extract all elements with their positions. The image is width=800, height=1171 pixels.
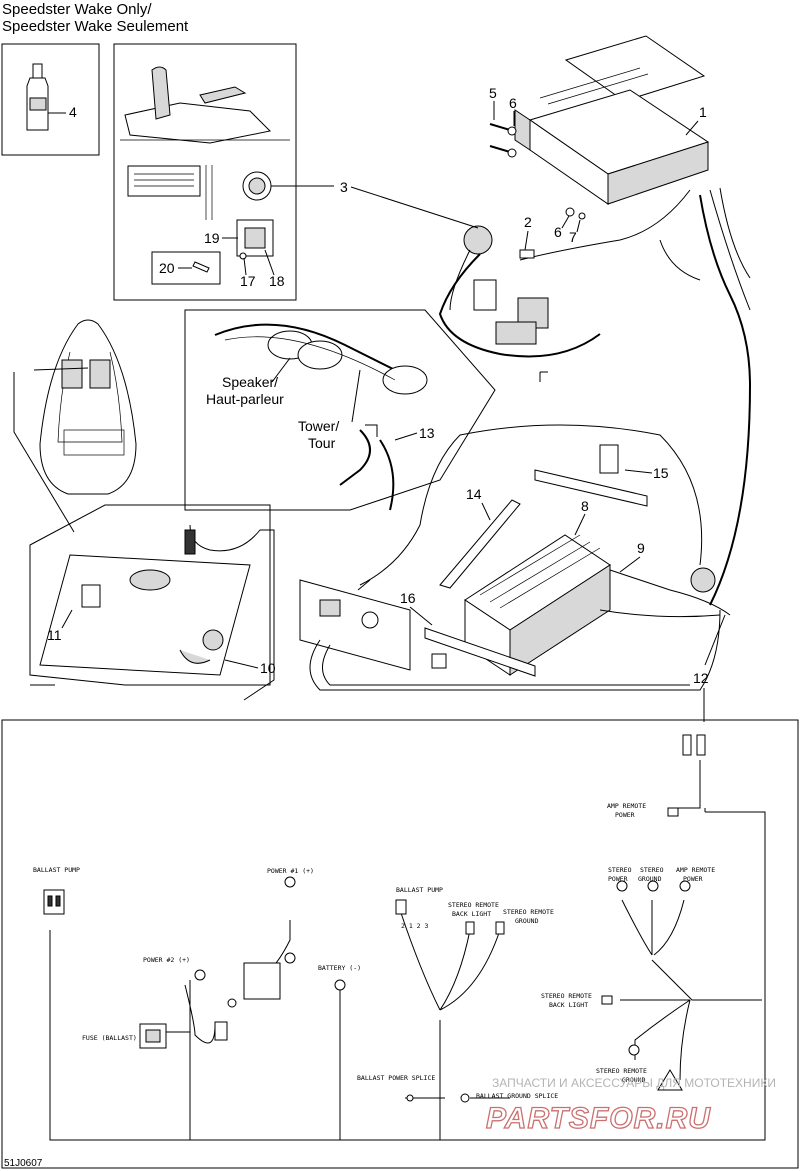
stereo-harness [438, 187, 752, 606]
stereo-remote-back-light-2-l2: BACK LIGHT [549, 1001, 588, 1009]
mounting-bracket-icon [424, 444, 648, 677]
screw-set-icon [489, 123, 586, 220]
title-line-1: Speedster Wake Only/ [2, 1, 152, 18]
callout-4: 4 [69, 104, 77, 120]
remote-panel-icon [299, 579, 721, 691]
dash-panel-icon [39, 524, 275, 701]
tower-label-line-2: Tour [308, 435, 336, 451]
ballast-pump-2: BALLAST PUMP [396, 886, 443, 894]
stereo-remote-ground-1-l1: STEREO REMOTE [503, 908, 554, 916]
amp-harness [357, 424, 731, 618]
callout-6a: 6 [509, 95, 517, 111]
battery: BATTERY (-) [318, 964, 361, 972]
power-1: POWER #1 (+) [267, 867, 314, 875]
callout-8: 8 [581, 498, 589, 514]
callout-12: 12 [693, 670, 709, 686]
boat-top-view-icon [39, 319, 137, 495]
ballast-power-splice: BALLAST POWER SPLICE [357, 1074, 435, 1082]
pointer-line [33, 367, 89, 371]
speaker-label-line-1: Speaker/ [222, 374, 278, 390]
stereo-remote-icon [242, 171, 334, 201]
inset-box-oil [1, 43, 100, 156]
amp-remote-power-2-l1: AMP REMOTE [676, 866, 715, 874]
callout-5: 5 [489, 85, 497, 101]
callout-16: 16 [400, 590, 416, 606]
tower-leader [351, 369, 361, 423]
tower-label-line-1: Tower/ [298, 418, 339, 434]
oil-bottle-icon [26, 63, 66, 131]
stereo-remote-back-light-2-l1: STEREO REMOTE [541, 992, 592, 1000]
amp-remote-power-1-l2: POWER [615, 811, 635, 819]
power-2: POWER #2 (+) [143, 956, 190, 964]
callout-2: 2 [524, 214, 532, 230]
stereo-remote-back-light-1-l2: BACK LIGHT [452, 910, 491, 918]
schematic-connectors [43, 734, 706, 1103]
callout-9: 9 [637, 540, 645, 556]
inset-box-controls [113, 43, 297, 301]
wiring-schematic-frame [1, 719, 799, 1169]
stereo-power-l1: STEREO [608, 866, 632, 874]
pump-pins: 2 1 2 3 [401, 922, 428, 930]
callout-1: 1 [699, 104, 707, 120]
stereo-ground-l2: GROUND [638, 875, 662, 883]
callout-6b: 6 [554, 224, 562, 240]
callout-10: 10 [260, 660, 276, 676]
warning-decal-icon [127, 165, 213, 220]
ballast-ground-splice: BALLAST GROUND SPLICE [476, 1092, 558, 1100]
callout-14: 14 [466, 486, 482, 502]
stereo-remote-ground-1-l2: GROUND [515, 917, 539, 925]
screw-icon [192, 261, 210, 273]
amp-remote-power-2-l2: POWER [683, 875, 703, 883]
watermark-line-1: ЗАПЧАСТИ И АКСЕССУАРЫ ДЛЯ МОТОТЕХНИКИ [492, 1076, 776, 1090]
ballast-pump-1: BALLAST PUMP [33, 866, 80, 874]
callout-7: 7 [569, 229, 577, 245]
callout-11: 11 [47, 627, 62, 643]
screw-box [151, 251, 221, 285]
callout-18: 18 [269, 273, 285, 289]
figure-code: 51J0607 [4, 1158, 43, 1169]
tower-speakers-icon [214, 323, 428, 511]
stereo-unit-icon [514, 35, 710, 205]
fuse-ballast: FUSE (BALLAST) [82, 1034, 137, 1042]
stereo-remote-back-light-1-l1: STEREO REMOTE [448, 901, 499, 909]
tower-inset-frame [184, 309, 496, 511]
schematic-wires [49, 760, 766, 1141]
switch-panel-icon [236, 219, 274, 260]
stereo-power-l2: POWER [608, 875, 628, 883]
callout-3: 3 [340, 179, 348, 195]
dash-inset-frame [29, 504, 271, 686]
throttle-lever-icon [120, 66, 290, 144]
stereo-remote-ground-2-l2: GROUND [622, 1076, 646, 1084]
callout-17: 17 [240, 273, 256, 289]
speaker-leader [271, 357, 291, 383]
stereo-ground-l1: STEREO [640, 866, 664, 874]
speaker-label-line-2: Haut-parleur [206, 391, 284, 407]
callout-15: 15 [653, 465, 669, 481]
amp-remote-power-1-l1: AMP REMOTE [607, 802, 646, 810]
watermark-line-2: PARTSFOR.RU [486, 1102, 711, 1135]
callout-19: 19 [204, 230, 220, 246]
schematic-labels: AMP REMOTE POWER STEREO POWER STEREO GRO… [33, 802, 715, 1100]
callout-13: 13 [419, 425, 435, 441]
title-line-2: Speedster Wake Seulement [2, 18, 189, 35]
callout-numbers: 1 2 3 4 5 6 6 7 8 9 10 11 12 13 14 15 16… [47, 85, 726, 722]
callout-20: 20 [159, 260, 175, 276]
callout-line-boat [13, 372, 75, 533]
stereo-remote-ground-2-l1: STEREO REMOTE [596, 1067, 647, 1075]
